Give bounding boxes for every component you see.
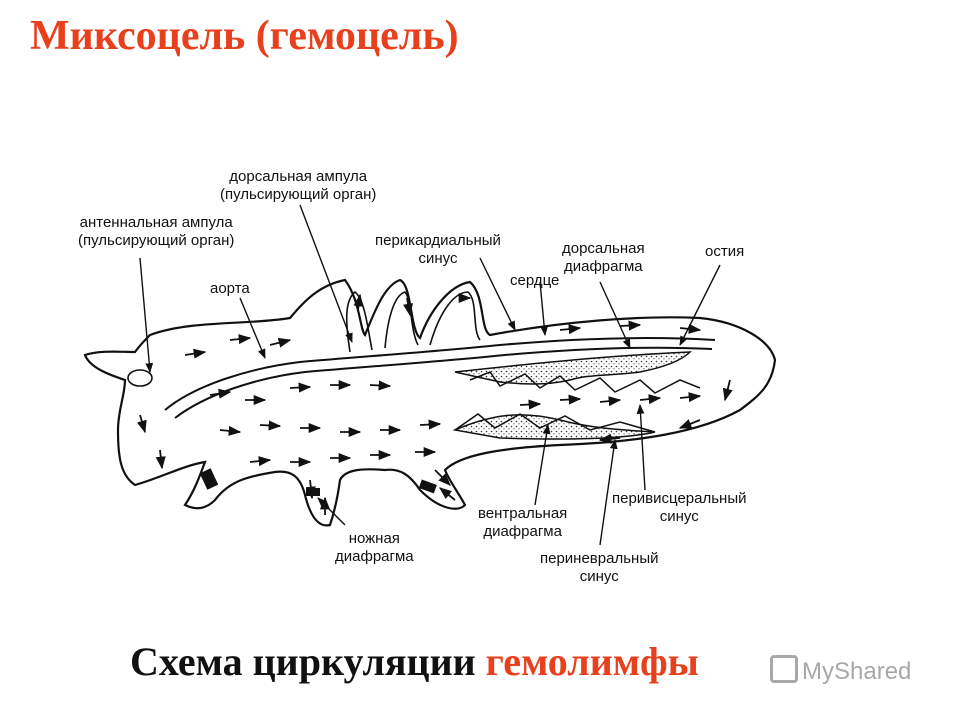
label-dorsal-ampulla-line2: (пульсирующий орган) [220, 186, 377, 203]
label-antennal-ampulla: антеннальная ампула (пульсирующий орган) [78, 214, 234, 250]
label-pericardial-sinus-line2: синус [418, 250, 458, 267]
label-antennal-ampulla-line2: (пульсирующий орган) [78, 232, 235, 249]
label-leg-diaphragm: ножная диафрагма [335, 530, 414, 566]
label-ostia: остия [705, 243, 745, 260]
label-perivisceral-sinus-line2: синус [659, 508, 699, 525]
label-ventral-diaphragm: вентральная диафрагма [478, 505, 567, 541]
label-perivisceral-sinus: перивисцеральный синус [612, 490, 747, 526]
label-dorsal-diaphragm-line2: диафрагма [563, 258, 643, 275]
label-perineural-sinus-line1: периневральный [540, 550, 659, 567]
slide-caption: Схема циркуляции гемолимфы [130, 638, 699, 685]
dorsal-diaphragm-teeth [469, 371, 701, 394]
label-antennal-ampulla-line1: антеннальная ампула [79, 214, 233, 231]
label-perivisceral-sinus-line1: перивисцеральный [612, 490, 747, 507]
dorsal-ampulla-loop-2 [384, 291, 419, 349]
watermark-logo-icon [770, 655, 798, 683]
leg-diaphragm-band-3 [418, 479, 437, 494]
aorta-vessel-inner [174, 346, 713, 419]
label-aorta: аорта [210, 280, 250, 297]
label-heart: сердце [510, 272, 560, 289]
label-pericardial-sinus: перикардиальный синус [375, 232, 501, 268]
label-dorsal-ampulla-line1: дорсальная ампула [229, 168, 368, 185]
insect-circulation-diagram [83, 204, 777, 546]
leg-diaphragm-band-1 [199, 468, 219, 490]
label-leg-diaphragm-line2: диафрагма [335, 548, 414, 565]
label-ventral-diaphragm-line1: вентральная [478, 505, 568, 522]
label-dorsal-diaphragm-line1: дорсальная [562, 240, 645, 257]
ventral-diaphragm-shape [452, 414, 656, 440]
caption-main: Схема циркуляции [130, 639, 486, 684]
label-leg-diaphragm-line1: ножная [348, 530, 400, 547]
leader-lines [139, 204, 721, 546]
label-ventral-diaphragm-line2: диафрагма [483, 523, 562, 540]
caption-accent: гемолимфы [485, 639, 699, 684]
dorsal-ampulla-loop-3 [429, 291, 481, 346]
label-perineural-sinus-line2: синус [579, 568, 619, 585]
flow-arrows [136, 292, 733, 515]
slide-title: Миксоцель (гемоцель) [30, 13, 459, 59]
antennal-ampulla-shape [127, 369, 153, 387]
label-dorsal-diaphragm: дорсальная диафрагма [562, 240, 645, 276]
label-dorsal-ampulla: дорсальная ампула (пульсирующий орган) [220, 168, 376, 204]
ventral-diaphragm-teeth [454, 413, 656, 433]
watermark-text: MyShared [802, 658, 912, 685]
label-perineural-sinus: периневральный синус [540, 550, 658, 586]
label-pericardial-sinus-line1: перикардиальный [375, 232, 501, 249]
aorta-vessel [164, 336, 716, 411]
leg-diaphragm-band-2 [306, 488, 320, 496]
watermark: MyShared [770, 655, 911, 686]
